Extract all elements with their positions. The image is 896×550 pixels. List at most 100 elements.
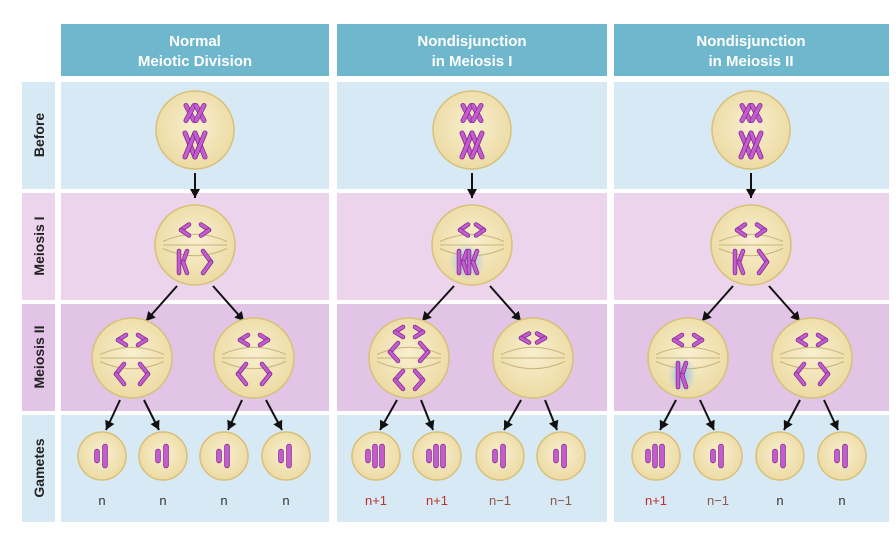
chromatid [392, 324, 406, 340]
arrow [420, 399, 435, 431]
chromosome [470, 103, 484, 123]
gamete-cell [138, 431, 188, 481]
chromosome [183, 103, 197, 123]
gamete-label: n [220, 493, 227, 508]
chromosome [749, 103, 763, 123]
gamete-cell [261, 431, 311, 481]
gamete-label: n−1 [489, 493, 511, 508]
chromatid [754, 222, 768, 238]
chromosome [732, 248, 746, 276]
row-label-meiosis-1: Meiosis I [31, 216, 47, 275]
column-header-nondisjunction-2: Nondisjunction in Meiosis II [614, 24, 889, 76]
gamete-label: n [838, 493, 845, 508]
arrow [421, 285, 455, 322]
column-header-normal-line1: Normal [169, 33, 221, 50]
gamete-chromosomes [553, 443, 567, 469]
arrow [467, 173, 477, 198]
column-header-nd2-line2: in Meiosis II [708, 53, 793, 70]
spindle [162, 233, 228, 257]
chromatid [671, 332, 685, 348]
gamete-label: n−1 [550, 493, 572, 508]
chromosome [466, 248, 480, 276]
chromatid [417, 340, 431, 364]
arrow [105, 399, 121, 431]
gamete-chromosomes [426, 443, 446, 469]
chromatid [795, 332, 809, 348]
chromatid [200, 248, 214, 276]
cell-before [711, 90, 791, 170]
chromosome [176, 248, 190, 276]
chromatid [817, 361, 831, 387]
chromatid [756, 248, 770, 276]
gamete-label: n [282, 493, 289, 508]
gamete-chromosomes [772, 443, 786, 469]
arrow [489, 285, 522, 322]
chromatid [691, 332, 705, 348]
chromatid [734, 222, 748, 238]
gamete-chromosomes [710, 443, 724, 469]
column-header-normal: Normal Meiotic Division [61, 24, 329, 76]
arrow [544, 399, 559, 431]
chromatid [235, 361, 249, 387]
chromatid [815, 332, 829, 348]
gamete-cell [199, 431, 249, 481]
spindle [99, 346, 165, 370]
chromosome [193, 103, 207, 123]
arrow [768, 285, 801, 322]
arrow [190, 173, 200, 198]
chromatid [137, 361, 151, 387]
chromosome [748, 130, 764, 160]
arrow [227, 399, 243, 431]
gamete-chromosomes [278, 443, 292, 469]
chromatid [392, 368, 406, 392]
chromatid [412, 368, 426, 392]
row-label-meiosis-2: Meiosis II [31, 325, 47, 388]
chromatid [115, 332, 129, 348]
row-label-tabs: Before Meiosis I Meiosis II Gametes [22, 82, 55, 522]
chromosome [469, 130, 485, 160]
gamete-cell [475, 431, 525, 481]
gamete-chromosomes [216, 443, 230, 469]
chromatid [257, 332, 271, 348]
spindle [718, 233, 784, 257]
arrow [265, 399, 283, 431]
gamete-chromosomes [834, 443, 848, 469]
gamete-cell [817, 431, 867, 481]
chromosome [182, 130, 198, 160]
row-label-before: Before [31, 113, 47, 158]
gamete-cell [77, 431, 127, 481]
gamete-label: n [98, 493, 105, 508]
arrow [823, 399, 839, 431]
chromatid [113, 361, 127, 387]
chromosome [739, 103, 753, 123]
arrow [701, 285, 734, 322]
gamete-label: n−1 [707, 493, 729, 508]
chromatid [178, 222, 192, 238]
column-headers: Normal Meiotic Division Nondisjunction i… [61, 24, 889, 76]
chromatid [534, 331, 548, 345]
chromosome [456, 248, 470, 276]
cell-before [155, 90, 235, 170]
chromosome [459, 130, 475, 160]
spindle [221, 346, 287, 370]
chromatid [412, 324, 426, 340]
row-label-gametes: Gametes [31, 438, 47, 497]
chromatid [457, 222, 471, 238]
chromatid [237, 332, 251, 348]
gamete-label: n+1 [365, 493, 387, 508]
gamete-cell [536, 431, 586, 481]
column-header-nd2-line1: Nondisjunction [696, 33, 805, 50]
gamete-chromosomes [155, 443, 169, 469]
gamete-label: n+1 [645, 493, 667, 508]
gamete-cell [755, 431, 805, 481]
arrow [783, 399, 801, 431]
gamete-chromosomes [492, 443, 506, 469]
chromatid [473, 222, 487, 238]
chromosome [460, 103, 474, 123]
gamete-label: n [776, 493, 783, 508]
column-header-nd1-line1: Nondisjunction [417, 33, 526, 50]
arrow [659, 399, 677, 431]
chromatid [387, 340, 401, 364]
gamete-chromosomes [645, 443, 665, 469]
